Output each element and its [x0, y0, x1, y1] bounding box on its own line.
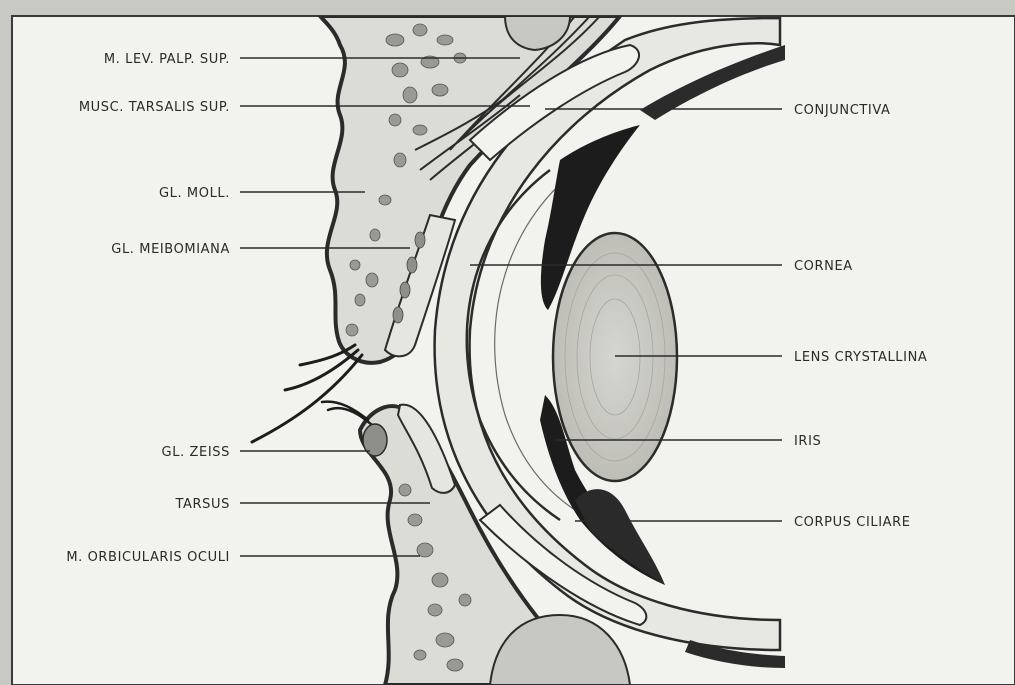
label-corpus-ciliare: CORPUS CILIARE [794, 515, 911, 530]
label-conjunctiva: CONJUNCTIVA [794, 103, 891, 118]
label-m-orbicularis-oculi: M. ORBICULARIS OCULI [66, 550, 230, 565]
label-m-lev-palp-sup: M. LEV. PALP. SUP. [104, 52, 230, 67]
label-gl-meibomiana: GL. MEIBOMIANA [111, 242, 230, 257]
label-iris: IRIS [794, 434, 821, 449]
crystalline-lens [553, 233, 677, 481]
label-musc-tarsalis-sup: MUSC. TARSALIS SUP. [79, 100, 230, 115]
label-gl-zeiss: GL. ZEISS [162, 445, 230, 460]
label-cornea: CORNEA [794, 259, 853, 274]
label-tarsus: TARSUS [175, 497, 230, 512]
label-lens-crystallina: LENS CRYSTALLINA [794, 350, 927, 365]
label-gl-moll: GL. MOLL. [159, 186, 230, 201]
